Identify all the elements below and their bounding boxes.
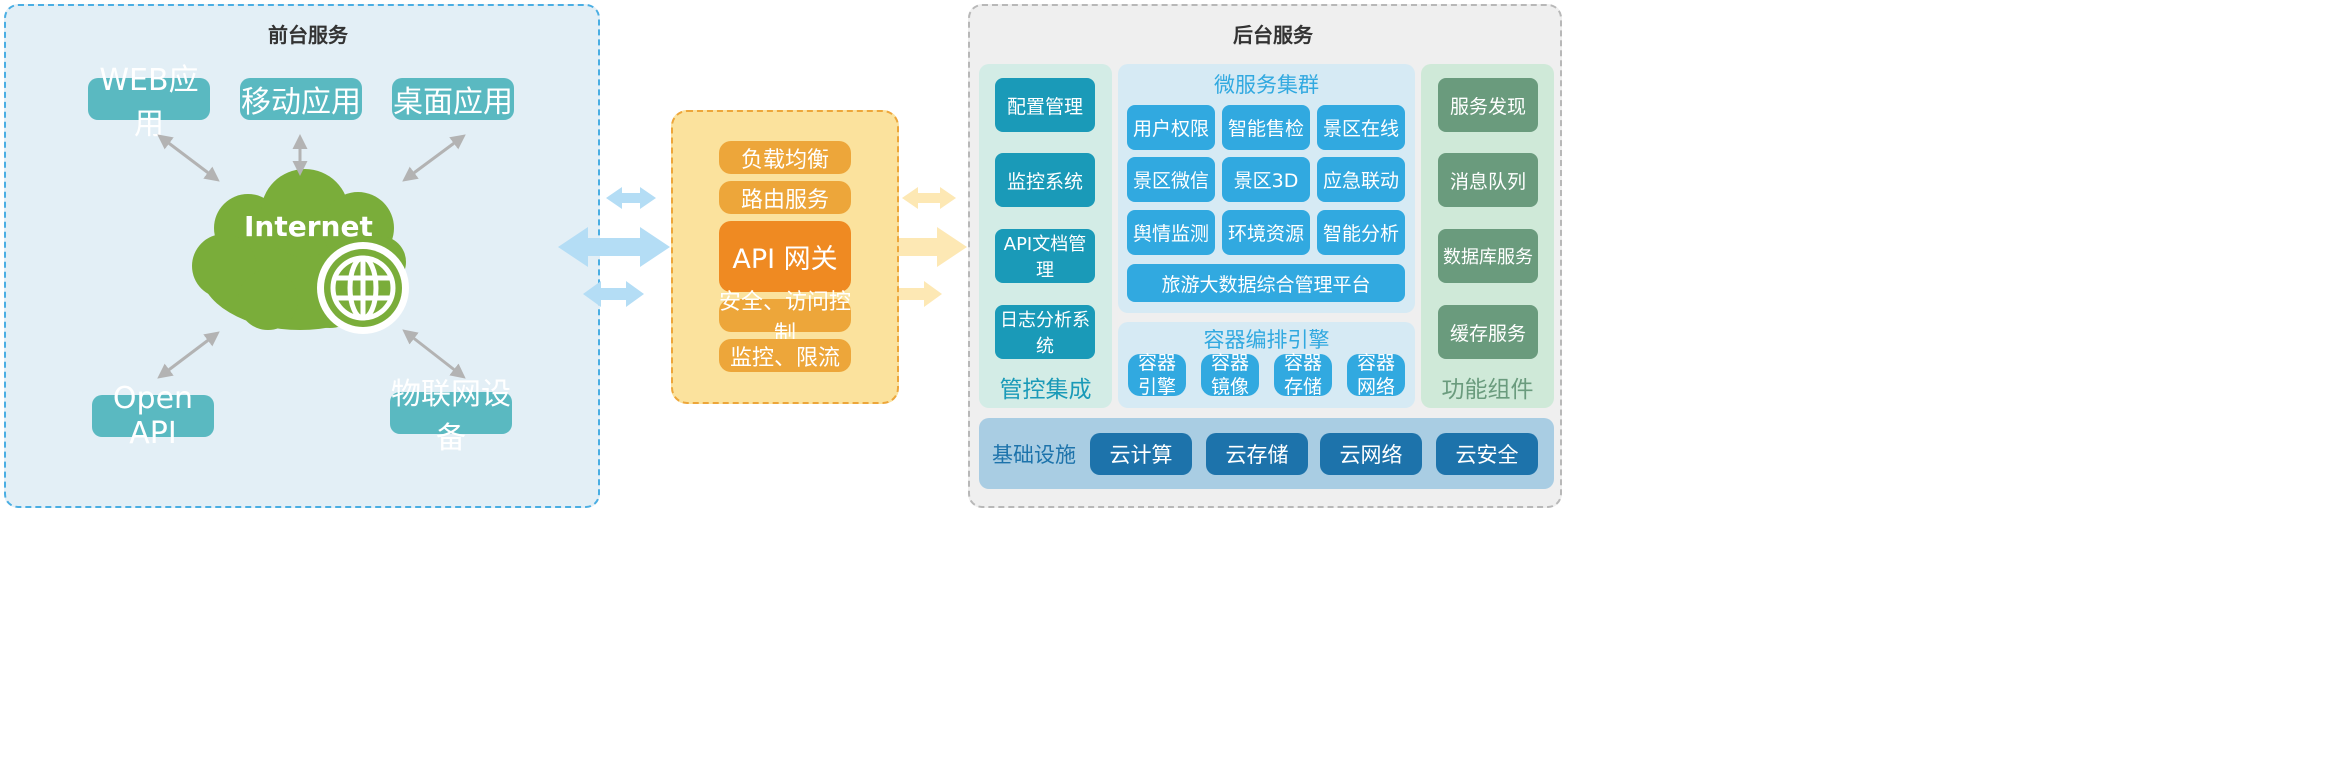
ms-sentiment-monitor: 舆情监测 bbox=[1127, 210, 1215, 255]
ms-scenic-3d: 景区3D bbox=[1222, 157, 1310, 202]
container-image-line2: 镜像 bbox=[1210, 376, 1249, 398]
cloud-storage-box: 云存储 bbox=[1206, 433, 1308, 475]
ms-smart-ticketing: 智能售检 bbox=[1222, 105, 1310, 150]
ms-emergency-linkage: 应急联动 bbox=[1317, 157, 1405, 202]
log-analysis-box: 日志分析系统 bbox=[995, 305, 1095, 359]
container-network-box: 容器 网络 bbox=[1347, 352, 1405, 398]
container-network-line2: 网络 bbox=[1356, 376, 1395, 398]
api-doc-management-box: API文档管理 bbox=[995, 229, 1095, 283]
container-image-line1: 容器 bbox=[1210, 352, 1249, 374]
container-network-line1: 容器 bbox=[1356, 352, 1395, 374]
arrow-blue-top bbox=[606, 187, 656, 209]
arrow-web-internet bbox=[157, 134, 220, 182]
container-storage-line2: 存储 bbox=[1283, 376, 1322, 398]
container-storage-line1: 容器 bbox=[1283, 352, 1322, 374]
globe-icon bbox=[317, 242, 409, 334]
mobile-app-box: 移动应用 bbox=[240, 78, 362, 120]
internet-label: Internet bbox=[244, 210, 373, 243]
monitor-ratelimit-box: 监控、限流 bbox=[719, 339, 851, 372]
security-access-box: 安全、访问控制 bbox=[719, 290, 851, 347]
arrow-blue-bottom bbox=[583, 281, 644, 307]
container-storage-box: 容器 存储 bbox=[1274, 352, 1332, 398]
cloud-network-box: 云网络 bbox=[1320, 433, 1422, 475]
infra-label: 基础设施 bbox=[992, 443, 1076, 467]
api-gateway-box: API 网关 bbox=[719, 221, 851, 292]
function-label: 功能组件 bbox=[1441, 377, 1534, 403]
message-queue-box: 消息队列 bbox=[1438, 153, 1538, 207]
container-engine-line2: 引擎 bbox=[1137, 376, 1176, 398]
ms-scenic-wechat: 景区微信 bbox=[1127, 157, 1215, 202]
container-engine-box: 容器 引擎 bbox=[1128, 352, 1186, 398]
cloud-security-box: 云安全 bbox=[1436, 433, 1538, 475]
monitoring-system-box: 监控系统 bbox=[995, 153, 1095, 207]
ms-scenic-online: 景区在线 bbox=[1317, 105, 1405, 150]
ms-bigdata-platform: 旅游大数据综合管理平台 bbox=[1127, 264, 1405, 302]
arrow-yellow-top bbox=[902, 187, 956, 209]
microservice-label: 微服务集群 bbox=[1214, 73, 1319, 97]
arrow-desktop-internet bbox=[402, 134, 466, 182]
container-image-box: 容器 镜像 bbox=[1201, 352, 1259, 398]
desktop-app-box: 桌面应用 bbox=[392, 78, 514, 120]
frontend-title: 前台服务 bbox=[268, 22, 348, 47]
backend-title: 后台服务 bbox=[1233, 22, 1313, 47]
database-service-box: 数据库服务 bbox=[1438, 229, 1538, 283]
routing-service-box: 路由服务 bbox=[719, 181, 851, 214]
cache-service-box: 缓存服务 bbox=[1438, 305, 1538, 359]
ms-environment-resources: 环境资源 bbox=[1222, 210, 1310, 255]
config-management-box: 配置管理 bbox=[995, 78, 1095, 132]
cloud-compute-box: 云计算 bbox=[1090, 433, 1192, 475]
management-label: 管控集成 bbox=[999, 377, 1092, 403]
service-discovery-box: 服务发现 bbox=[1438, 78, 1538, 132]
container-engine-line1: 容器 bbox=[1137, 352, 1176, 374]
ms-smart-analysis: 智能分析 bbox=[1317, 210, 1405, 255]
arrow-iot-internet bbox=[402, 329, 466, 379]
arrow-blue-main bbox=[558, 227, 670, 267]
container-label: 容器编排引擎 bbox=[1203, 328, 1330, 352]
arrow-openapi-internet bbox=[157, 331, 220, 379]
ms-user-permission: 用户权限 bbox=[1127, 105, 1215, 150]
load-balancing-box: 负载均衡 bbox=[719, 141, 851, 174]
